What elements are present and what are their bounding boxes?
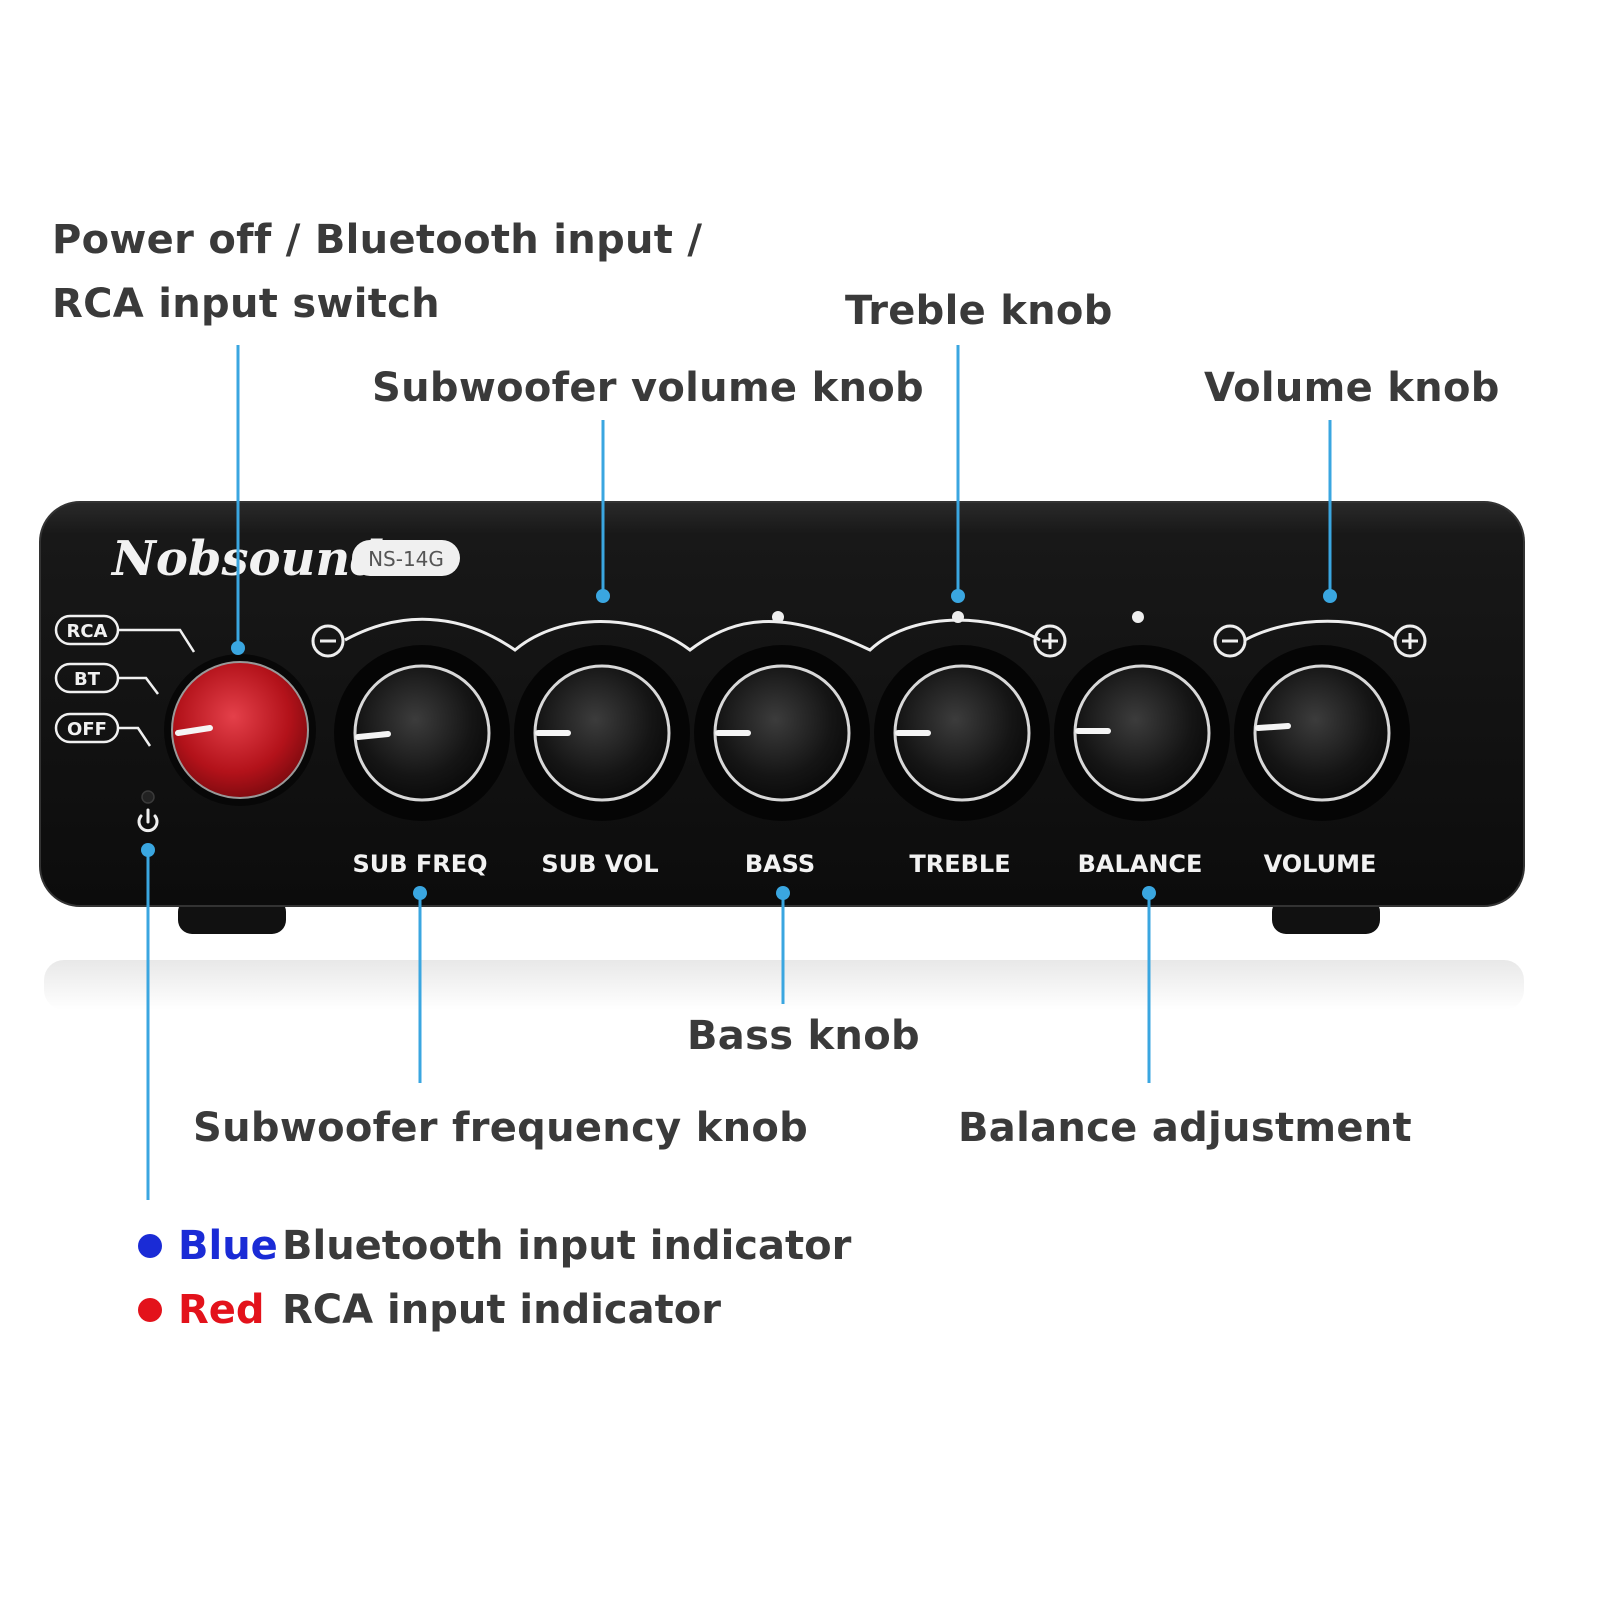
plus-icon: [1033, 624, 1067, 658]
selector-knob-pointer: [175, 725, 213, 736]
balance-center-dot: [1132, 611, 1144, 623]
selector-knob[interactable]: [171, 661, 309, 799]
knob-balance[interactable]: [1054, 645, 1230, 821]
scale-curve: [344, 617, 1041, 652]
callout-balance: Balance adjustment: [958, 1105, 1412, 1151]
selector-label-rca: RCA: [66, 621, 107, 642]
minus-icon: [311, 624, 345, 658]
model-badge: [352, 540, 460, 576]
selector-label-off: OFF: [67, 719, 107, 740]
knob-sub-freq[interactable]: [334, 645, 510, 821]
knob-volume[interactable]: [1234, 645, 1410, 821]
indicator-led: [141, 790, 155, 804]
blue-dot-icon: [138, 1234, 162, 1258]
label-treble: TREBLE: [909, 850, 1010, 878]
label-sub-vol: SUB VOL: [541, 850, 658, 878]
bass-center-dot: [772, 611, 784, 623]
legend-row-red: Red RCA input indicator: [138, 1290, 721, 1330]
legend-text-blue: Bluetooth input indicator: [282, 1223, 852, 1269]
label-sub-freq: SUB FREQ: [352, 850, 487, 878]
knob-sub-vol[interactable]: [514, 645, 690, 821]
callout-bass: Bass knob: [687, 1013, 920, 1059]
volume-scale-curve: [1244, 619, 1397, 642]
label-volume: VOLUME: [1264, 850, 1377, 878]
callout-power-switch-line2: RCA input switch: [52, 281, 440, 327]
treble-center-dot: [952, 611, 964, 623]
legend-color-blue: Blue: [178, 1223, 278, 1269]
callout-power-switch-line1: Power off / Bluetooth input /: [52, 217, 703, 263]
knob-treble[interactable]: [874, 645, 1050, 821]
legend-color-red: Red: [178, 1287, 265, 1333]
volume-minus-icon: [1213, 624, 1247, 658]
selector-label-bt: BT: [74, 669, 101, 690]
red-dot-icon: [138, 1298, 162, 1322]
knob-bass[interactable]: [694, 645, 870, 821]
brand-logo: Nobsound: [110, 531, 384, 587]
label-bass: BASS: [745, 850, 815, 878]
legend-text-red: RCA input indicator: [282, 1287, 721, 1333]
volume-plus-icon: [1393, 624, 1427, 658]
power-icon: [137, 808, 159, 833]
model-label: NS-14G: [368, 547, 444, 571]
callout-treble: Treble knob: [845, 288, 1113, 334]
callout-subwoofer-frequency: Subwoofer frequency knob: [193, 1105, 809, 1151]
label-balance: BALANCE: [1078, 850, 1203, 878]
callout-subwoofer-volume: Subwoofer volume knob: [372, 365, 924, 411]
callout-volume: Volume knob: [1204, 365, 1500, 411]
legend-row-blue: Blue Bluetooth input indicator: [138, 1226, 851, 1266]
